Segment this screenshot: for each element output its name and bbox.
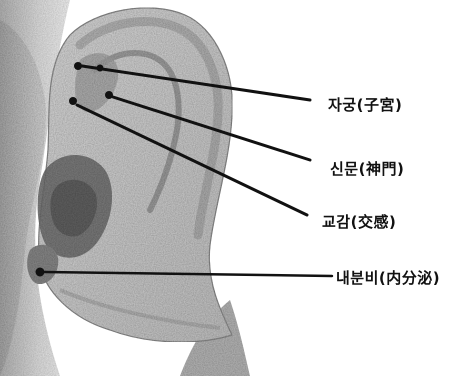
point-naebunbi bbox=[36, 268, 45, 277]
label-gyogam: 교감(交感) bbox=[322, 211, 396, 232]
ear-auricle bbox=[27, 8, 232, 342]
label-jagung: 자궁(子宮) bbox=[328, 94, 402, 115]
point-gyogam bbox=[69, 97, 77, 105]
label-sinmun: 신문(神門) bbox=[330, 158, 404, 179]
label-naebunbi: 내분비(内分泌) bbox=[336, 267, 440, 288]
